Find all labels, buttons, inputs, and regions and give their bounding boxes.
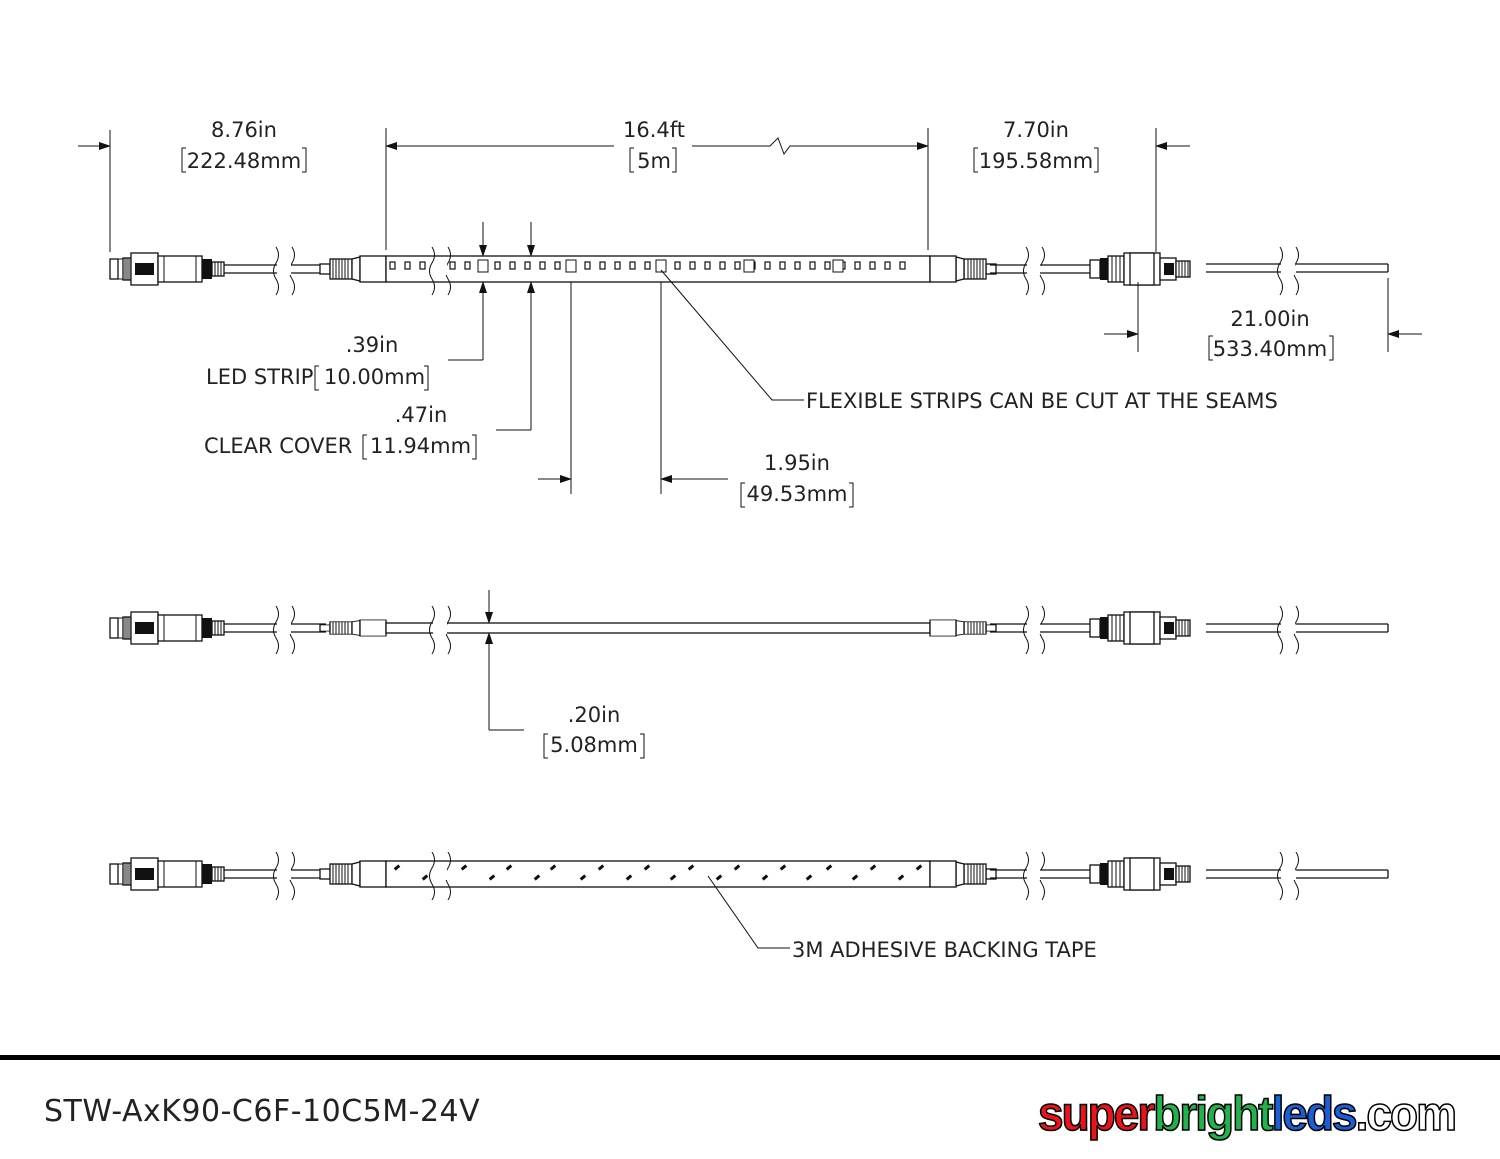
dim-right-lead-in: 7.70in bbox=[1003, 118, 1069, 142]
cut-seam-pad bbox=[655, 259, 667, 273]
tape-mark bbox=[488, 874, 496, 881]
led-chip-icon bbox=[794, 261, 801, 270]
dim-left-lead-mm: 222.48mm bbox=[187, 149, 301, 173]
label-clear-cover: CLEAR COVER bbox=[204, 434, 352, 458]
dim-strip-width-in: .39in bbox=[346, 333, 399, 357]
led-chip-icon bbox=[674, 261, 681, 270]
dim-cut-pitch: 1.95in 49.53mm bbox=[538, 282, 854, 508]
tape-mark bbox=[715, 874, 723, 881]
note-backing-tape-text: 3M ADHESIVE BACKING TAPE bbox=[792, 938, 1097, 962]
side-view bbox=[109, 605, 1389, 655]
dim-thickness-mm: 5.08mm bbox=[550, 733, 638, 757]
led-chip-icon bbox=[419, 261, 426, 270]
dim-tail-lead-in: 21.00in bbox=[1230, 307, 1309, 331]
tape-mark bbox=[761, 874, 769, 881]
tape-mark bbox=[915, 864, 923, 871]
dim-strip-length-ft: 16.4ft bbox=[623, 118, 685, 142]
note-cut-seams-text: FLEXIBLE STRIPS CAN BE CUT AT THE SEAMS bbox=[806, 389, 1278, 413]
dim-left-lead-in: 8.76in bbox=[211, 118, 277, 142]
logo-part-bright: bright bbox=[1153, 1085, 1275, 1141]
tape-mark bbox=[421, 874, 429, 881]
dim-tail-lead-mm: 533.40mm bbox=[1213, 337, 1327, 361]
tape-mark bbox=[733, 864, 741, 871]
logo-part-leds: leds bbox=[1271, 1085, 1359, 1141]
logo-part-super: super bbox=[1037, 1085, 1156, 1141]
led-chip-icon bbox=[779, 261, 786, 270]
tape-mark bbox=[643, 864, 651, 871]
cut-seam-pad bbox=[477, 259, 489, 273]
note-cut-seams: FLEXIBLE STRIPS CAN BE CUT AT THE SEAMS bbox=[660, 269, 1278, 413]
tape-mark bbox=[625, 874, 633, 881]
tape-mark bbox=[505, 864, 513, 871]
led-chip-icon bbox=[494, 261, 501, 270]
led-chip-icon bbox=[884, 261, 891, 270]
led-chip-icon bbox=[389, 261, 396, 270]
dim-strip-length: 16.4ft 5m bbox=[385, 118, 929, 250]
led-chip-icon bbox=[854, 261, 861, 270]
led-chip-icon bbox=[404, 261, 411, 270]
tape-mark bbox=[597, 864, 605, 871]
dim-tail-lead: 21.00in 533.40mm bbox=[1104, 278, 1422, 361]
led-chip-icon bbox=[869, 261, 876, 270]
led-chip-icon bbox=[689, 261, 696, 270]
dim-cut-pitch-mm: 49.53mm bbox=[746, 482, 847, 506]
footer-divider bbox=[0, 1055, 1500, 1060]
dim-right-lead: 7.70in 195.58mm bbox=[973, 118, 1190, 252]
led-chip-icon bbox=[599, 261, 606, 270]
tape-mark bbox=[549, 864, 557, 871]
cut-seam-pad bbox=[565, 259, 577, 273]
led-chip-icon bbox=[539, 261, 546, 270]
tape-mark bbox=[460, 864, 468, 871]
brand-logo[interactable]: superbrightleds.com bbox=[1037, 1085, 1458, 1142]
led-chip-icon bbox=[614, 261, 621, 270]
led-dots bbox=[389, 259, 906, 273]
dim-strip-width-mm: 10.00mm bbox=[324, 365, 425, 389]
led-chip-icon bbox=[509, 261, 516, 270]
tape-mark bbox=[825, 864, 833, 871]
label-led-strip: LED STRIP bbox=[206, 365, 313, 389]
dim-cut-pitch-in: 1.95in bbox=[764, 451, 830, 475]
led-chip-icon bbox=[524, 261, 531, 270]
tape-mark bbox=[897, 874, 905, 881]
tape-mark bbox=[687, 864, 695, 871]
led-chip-icon bbox=[719, 261, 726, 270]
led-chip-icon bbox=[584, 261, 591, 270]
led-chip-icon bbox=[464, 261, 471, 270]
part-number: STW-AxK90-C6F-10C5M-24V bbox=[44, 1094, 481, 1129]
led-chip-icon bbox=[809, 261, 816, 270]
led-chip-icon bbox=[764, 261, 771, 270]
tape-mark bbox=[669, 874, 677, 881]
led-chip-icon bbox=[629, 261, 636, 270]
cut-seam-pad bbox=[832, 259, 844, 273]
led-chip-icon bbox=[554, 261, 561, 270]
dim-right-lead-mm: 195.58mm bbox=[979, 149, 1093, 173]
led-chip-icon bbox=[644, 261, 651, 270]
logo-part-com: .com bbox=[1355, 1085, 1458, 1141]
dim-thickness: .20in 5.08mm bbox=[485, 590, 645, 759]
tape-mark bbox=[851, 874, 859, 881]
top-view bbox=[109, 246, 1389, 296]
dim-thickness-in: .20in bbox=[568, 703, 621, 727]
led-chip-icon bbox=[899, 261, 906, 270]
dim-cover-width-mm: 11.94mm bbox=[370, 434, 471, 458]
bottom-view bbox=[109, 851, 1389, 901]
dim-widths: .39in LED STRIP 10.00mm .47in CLEAR COVE… bbox=[204, 222, 535, 460]
tape-mark bbox=[579, 874, 587, 881]
dim-strip-length-m: 5m bbox=[637, 149, 671, 173]
cut-seam-pad bbox=[743, 259, 755, 273]
dim-cover-width-in: .47in bbox=[395, 403, 448, 427]
led-chip-icon bbox=[449, 261, 456, 270]
tape-mark bbox=[805, 874, 813, 881]
tape-mark bbox=[533, 874, 541, 881]
led-chip-icon bbox=[734, 261, 741, 270]
tape-mark bbox=[393, 864, 401, 871]
tape-mark bbox=[779, 864, 787, 871]
note-backing-tape: 3M ADHESIVE BACKING TAPE bbox=[707, 875, 1097, 962]
led-chip-icon bbox=[824, 261, 831, 270]
backing-tape-marks bbox=[393, 864, 923, 881]
tape-mark bbox=[869, 864, 877, 871]
led-chip-icon bbox=[704, 261, 711, 270]
dim-left-lead: 8.76in 222.48mm bbox=[78, 118, 307, 252]
